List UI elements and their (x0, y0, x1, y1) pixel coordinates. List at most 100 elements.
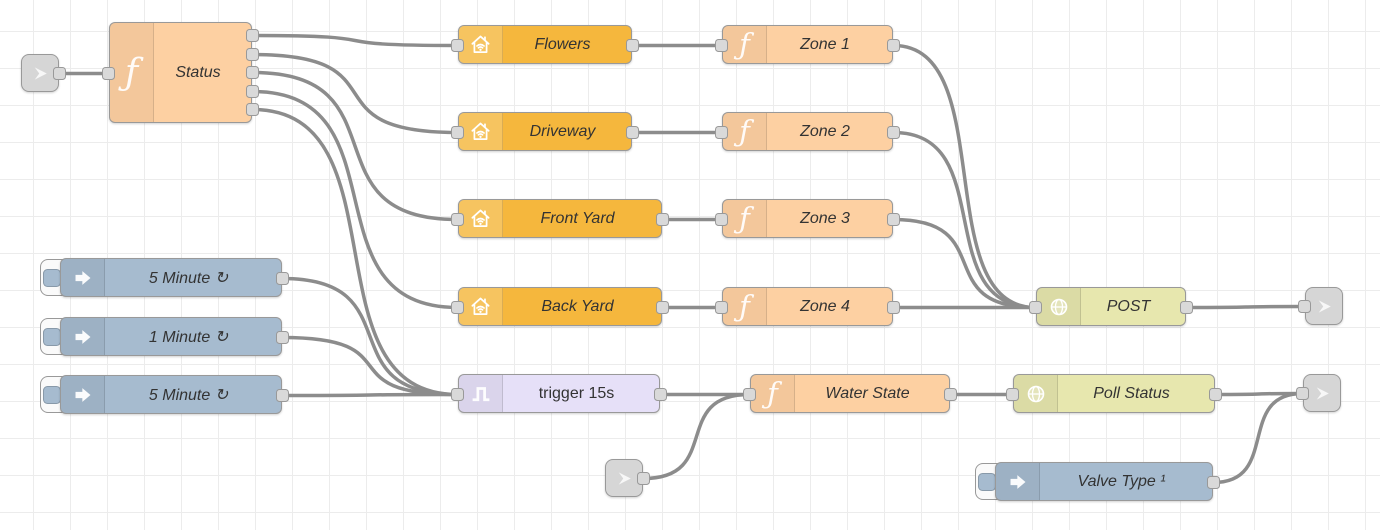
node-post[interactable]: POST (1029, 287, 1193, 326)
output-port[interactable] (887, 126, 900, 139)
inject-arrow-icon (61, 259, 105, 296)
node-label: trigger 15s (538, 384, 615, 402)
wire[interactable] (891, 130, 1038, 310)
node-link-in-top[interactable] (21, 54, 66, 92)
input-port[interactable] (715, 301, 728, 314)
output-port[interactable] (246, 48, 259, 61)
input-port[interactable] (743, 388, 756, 401)
input-port[interactable] (1298, 300, 1311, 313)
node-link-in-water[interactable] (605, 459, 650, 497)
wire[interactable] (1213, 391, 1305, 397)
output-port[interactable] (944, 388, 957, 401)
output-port[interactable] (1209, 388, 1222, 401)
globe-icon (1037, 288, 1081, 325)
node-zone-4[interactable]: ƒ Zone 4 (715, 287, 900, 326)
input-port[interactable] (451, 39, 464, 52)
output-port[interactable] (276, 272, 289, 285)
inject-arrow-icon (61, 376, 105, 413)
output-port[interactable] (246, 85, 259, 98)
function-icon: ƒ (723, 26, 767, 63)
node-label: Front Yard (540, 209, 615, 227)
node-link-out-poll[interactable] (1296, 374, 1341, 412)
input-port[interactable] (451, 126, 464, 139)
node-link-out-post[interactable] (1298, 287, 1343, 325)
input-port[interactable] (1029, 301, 1042, 314)
node-zone-2[interactable]: ƒ Zone 2 (715, 112, 900, 151)
node-status[interactable]: ƒ Status (102, 22, 259, 123)
link-icon (1316, 386, 1329, 400)
node-driveway[interactable]: Driveway (451, 112, 639, 151)
input-port[interactable] (102, 67, 115, 80)
function-icon: ƒ (723, 113, 767, 150)
node-label: 5 Minute ↻ (148, 386, 229, 404)
input-port[interactable] (451, 213, 464, 226)
output-port[interactable] (246, 29, 259, 42)
home-assistant-icon (459, 113, 503, 150)
node-inject-1-minute[interactable]: 1 Minute ↻ (60, 317, 289, 356)
node-label: 1 Minute ↻ (148, 328, 229, 346)
output-port[interactable] (246, 66, 259, 79)
output-port[interactable] (887, 39, 900, 52)
node-inject-5-minute-2[interactable]: 5 Minute ↻ (60, 375, 289, 414)
output-port[interactable] (1207, 476, 1220, 489)
input-port[interactable] (715, 213, 728, 226)
function-icon: ƒ (110, 23, 154, 122)
wire[interactable] (1184, 304, 1307, 310)
output-port[interactable] (1180, 301, 1193, 314)
wire[interactable] (250, 52, 460, 135)
input-port[interactable] (715, 39, 728, 52)
wire[interactable] (891, 43, 1038, 310)
output-port[interactable] (246, 103, 259, 116)
node-water-state[interactable]: ƒ Water State (743, 374, 957, 413)
node-label: Zone 2 (800, 122, 850, 140)
output-port[interactable] (656, 301, 669, 314)
link-icon (34, 66, 47, 80)
node-zone-1[interactable]: ƒ Zone 1 (715, 25, 900, 64)
node-trigger-15s[interactable]: trigger 15s (451, 374, 667, 413)
wire[interactable] (250, 89, 460, 310)
wire[interactable] (280, 392, 460, 398)
output-port[interactable] (887, 301, 900, 314)
output-port[interactable] (656, 213, 669, 226)
wire[interactable] (250, 107, 460, 397)
node-label: Status (175, 63, 221, 81)
node-label: Poll Status (1093, 384, 1170, 402)
node-valve-type[interactable]: Valve Type ¹ (995, 462, 1220, 501)
wire[interactable] (891, 217, 1038, 310)
wire[interactable] (641, 392, 752, 481)
function-icon: ƒ (723, 288, 767, 325)
output-port[interactable] (654, 388, 667, 401)
input-port[interactable] (1006, 388, 1019, 401)
output-port[interactable] (637, 472, 650, 485)
node-flowers[interactable]: Flowers (451, 25, 639, 64)
wire[interactable] (280, 335, 460, 397)
node-label: Flowers (534, 35, 591, 53)
wire[interactable] (280, 276, 460, 397)
inject-arrow-icon (996, 463, 1040, 500)
input-port[interactable] (451, 388, 464, 401)
node-zone-3[interactable]: ƒ Zone 3 (715, 199, 900, 238)
output-port[interactable] (626, 126, 639, 139)
input-port[interactable] (715, 126, 728, 139)
output-port[interactable] (626, 39, 639, 52)
function-icon: ƒ (751, 375, 795, 412)
node-inject-5-minute-1[interactable]: 5 Minute ↻ (60, 258, 289, 297)
input-port[interactable] (1296, 387, 1309, 400)
output-port[interactable] (887, 213, 900, 226)
node-back-yard[interactable]: Back Yard (451, 287, 669, 326)
output-port[interactable] (53, 67, 66, 80)
globe-icon (1014, 375, 1058, 412)
wire[interactable] (1211, 391, 1305, 485)
output-port[interactable] (276, 331, 289, 344)
home-assistant-icon (459, 26, 503, 63)
wire[interactable] (250, 70, 460, 222)
node-label: Valve Type ¹ (1077, 472, 1166, 490)
node-label: POST (1106, 297, 1151, 315)
wire[interactable] (250, 33, 460, 48)
output-port[interactable] (276, 389, 289, 402)
node-poll-status[interactable]: Poll Status (1006, 374, 1222, 413)
node-front-yard[interactable]: Front Yard (451, 199, 669, 238)
input-port[interactable] (451, 301, 464, 314)
node-label: 5 Minute ↻ (148, 269, 229, 287)
